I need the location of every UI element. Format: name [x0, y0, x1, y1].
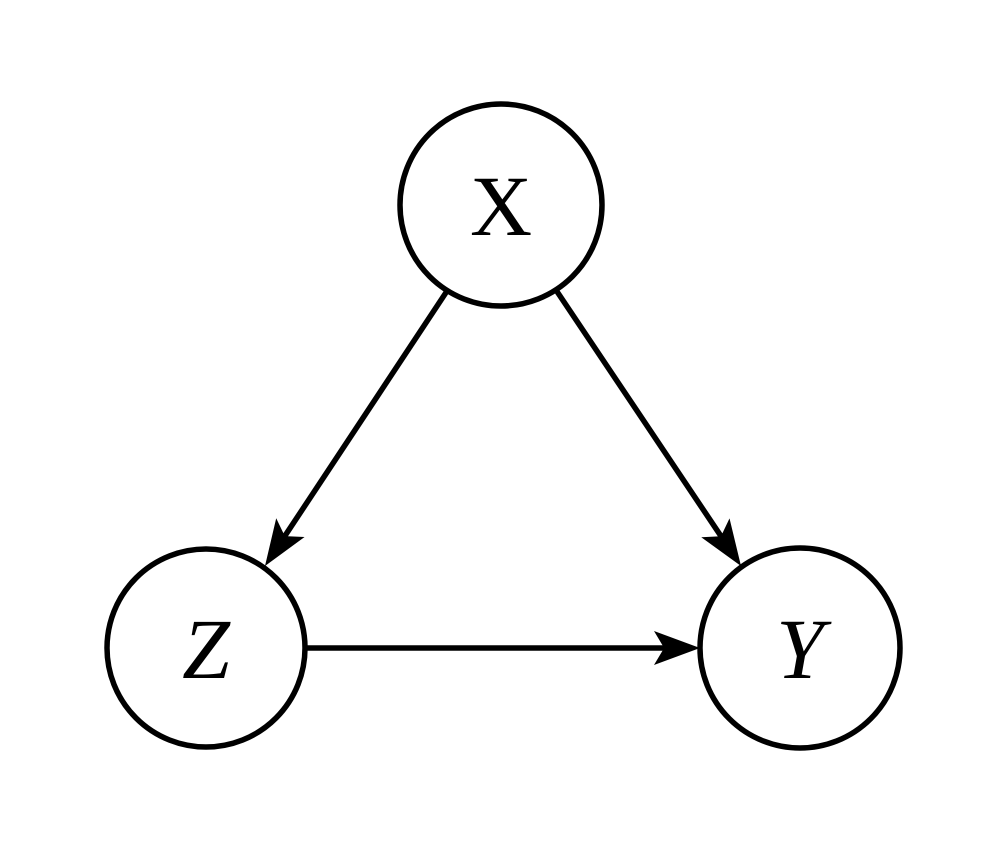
node-y-circle	[697, 545, 903, 751]
edge-x-to-z-arrowhead	[265, 518, 305, 566]
edge-z-to-y-arrowhead	[654, 631, 700, 665]
edge-x-to-z-line	[279, 289, 450, 543]
node-x: X	[397, 101, 605, 309]
edge-x-to-y-line	[553, 288, 727, 543]
edge-x-to-y-arrowhead	[701, 518, 741, 566]
node-layer: X Z Y	[104, 101, 903, 751]
node-z-circle	[104, 546, 308, 750]
node-y: Y	[697, 545, 903, 751]
node-x-label: X	[470, 158, 532, 254]
edge-layer	[265, 288, 741, 665]
node-z-label: Z	[182, 601, 231, 697]
node-z: Z	[104, 546, 308, 750]
edge-x-to-y	[553, 288, 741, 566]
node-y-label: Y	[776, 601, 832, 697]
node-x-circle	[397, 101, 605, 309]
edge-z-to-y	[305, 631, 700, 665]
edge-x-to-z	[265, 289, 450, 566]
